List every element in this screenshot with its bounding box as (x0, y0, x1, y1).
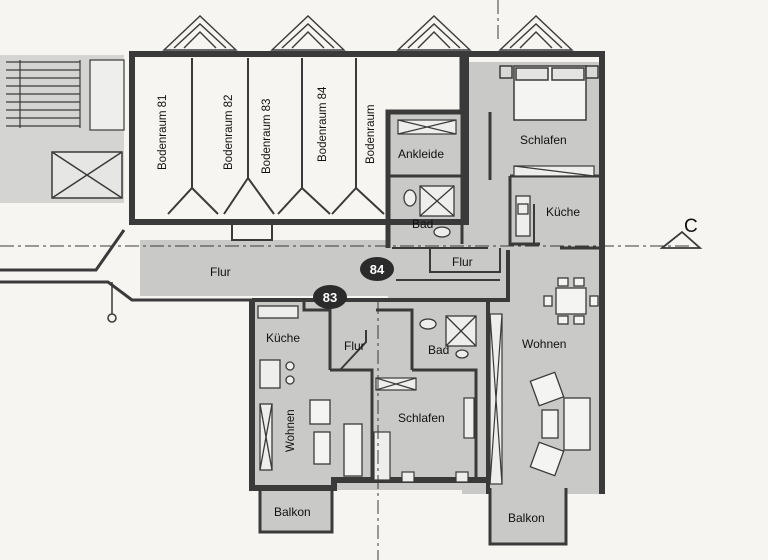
unit-84-balkon-label: Balkon (508, 511, 545, 525)
unit-84-bad-label: Bad (412, 217, 433, 231)
living-room-83-furniture (259, 399, 363, 477)
kitchen-84-fixtures (515, 195, 531, 237)
unit-83-badge: 83 (313, 285, 347, 309)
balconies (258, 488, 568, 546)
corridor-walls (0, 222, 273, 323)
section-c-label: C (684, 216, 698, 237)
unit-83-number: 83 (323, 290, 337, 305)
storage-room-84-label: Bodenraum 84 (317, 86, 329, 162)
storage-room-81-label: Bodenraum 81 (157, 95, 169, 170)
unit-84-kueche-label: Küche (546, 205, 580, 219)
unit-83-bad-label: Bad (428, 343, 449, 357)
storage-block (129, 51, 469, 225)
wardrobe-schlafen-84 (513, 165, 595, 177)
storage-room-85-label: Bodenraum (365, 105, 377, 164)
storage-room-82-label: Bodenraum 82 (223, 95, 235, 170)
unit-83-balkon-label: Balkon (274, 505, 311, 519)
unit-84-number: 84 (370, 262, 385, 277)
bathroom-84-fixtures (403, 185, 455, 238)
unit-83-kueche-label: Küche (266, 331, 300, 345)
unit-84-ankleide-label: Ankleide (398, 147, 444, 161)
bathroom-83-fixtures (419, 315, 477, 359)
living-room-84-furniture (529, 371, 591, 477)
unit-83-flur-label: Flur (344, 339, 365, 353)
wardrobe-column (489, 313, 503, 485)
unit-84-wohnen-label: Wohnen (522, 337, 566, 351)
elevator (51, 151, 123, 199)
wardrobe-ankleide (397, 119, 457, 135)
section-c-marker: C (659, 216, 703, 249)
unit-83-schlafen-label: Schlafen (398, 411, 445, 425)
double-bed (499, 65, 599, 121)
storage-labels: Bodenraum 81 Bodenraum 82 Bodenraum 83 B… (157, 86, 377, 174)
dormers (162, 15, 574, 51)
unit-84-schlafen-label: Schlafen (520, 133, 567, 147)
kitchen-83-fixtures (257, 305, 299, 389)
corridor-label: Flur (210, 265, 231, 279)
unit-83-wohnen-label: Wohnen (285, 409, 297, 452)
section-lines (0, 0, 690, 560)
dining-table-84 (543, 277, 599, 325)
unit-84-badge: 84 (360, 257, 394, 281)
unit-84-flur-label: Flur (452, 255, 473, 269)
storage-room-83-label: Bodenraum 83 (261, 99, 273, 174)
